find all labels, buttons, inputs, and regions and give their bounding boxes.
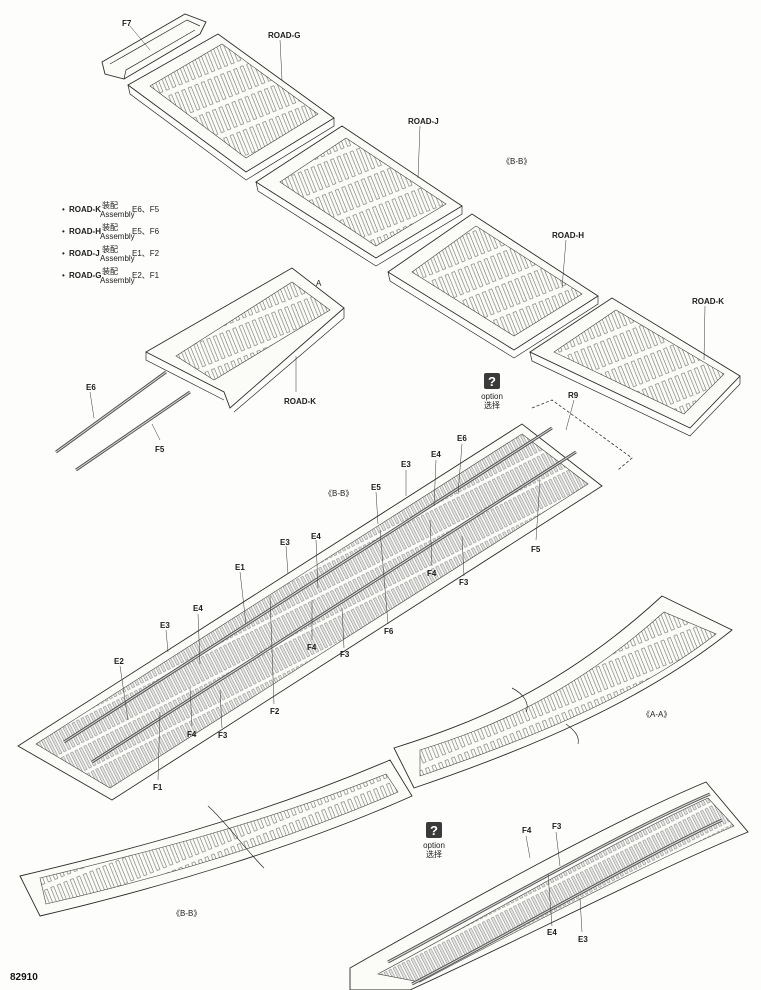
row-cn: 装配 [102, 244, 118, 254]
row-en: Assembly [100, 254, 135, 263]
assembly-row: • ROAD-H 装配 Assembly E5、F6 [62, 222, 160, 241]
label-f2: F2 [270, 707, 280, 716]
part-f7 [101, 13, 207, 80]
row-part: ROAD-G [69, 271, 101, 280]
curved-tray-aa: 《A-A》 [393, 595, 733, 789]
label-e3: E3 [280, 538, 290, 547]
label-f7: F7 [122, 19, 132, 28]
label-f3-bottom: F3 [552, 822, 562, 831]
label-f5-strip: F5 [155, 445, 165, 454]
label-f3: F3 [218, 731, 228, 740]
label-e3: E3 [160, 621, 170, 630]
label-e3: E3 [401, 460, 411, 469]
label-f4: F4 [307, 643, 317, 652]
assembly-note: • ROAD-K 装配 Assembly E6、F5 • ROAD-H 装配 A… [62, 200, 160, 285]
road-j-segment [255, 125, 463, 267]
label-f5: F5 [531, 545, 541, 554]
row-part: ROAD-K [69, 205, 101, 214]
label-e5: E5 [371, 483, 381, 492]
option-en: option [423, 841, 445, 850]
label-f4: F4 [427, 569, 437, 578]
label-e2: E2 [114, 657, 124, 666]
label-f3: F3 [340, 650, 350, 659]
label-e4-bottom: E4 [547, 928, 557, 937]
option-cn: 选择 [426, 849, 442, 859]
assembly-row: • ROAD-G 装配 Assembly E2、F1 [62, 266, 160, 285]
row-bullet: • [62, 249, 65, 258]
label-f4: F4 [187, 730, 197, 739]
label-e1: E1 [235, 563, 245, 572]
curved-tray-bb: 《B-B》 [19, 759, 413, 918]
main-track-assembly: R9 E6 E4 E3 E5 F5 F4 F3 《B-B》 E3 E4 E1 F… [17, 391, 633, 801]
road-k-segment [529, 297, 741, 437]
row-parts: E1、F2 [132, 249, 160, 258]
label-bb-mid: 《B-B》 [324, 489, 353, 498]
label-r9: R9 [568, 391, 579, 400]
option-marker-lower: ? option 选择 [423, 822, 445, 859]
road-h-segment [387, 213, 599, 359]
svg-text:?: ? [488, 374, 496, 389]
label-f3: F3 [459, 578, 469, 587]
row-part: ROAD-H [69, 227, 101, 236]
row-cn: 装配 [102, 222, 118, 232]
label-f4-bottom: F4 [522, 826, 532, 835]
label-aa: 《A-A》 [642, 710, 671, 719]
row-en: Assembly [100, 276, 135, 285]
label-e6-strip: E6 [86, 383, 96, 392]
label-a-mark: A [316, 279, 322, 288]
row-parts: E5、F6 [132, 227, 160, 236]
label-road-k: ROAD-K [692, 297, 724, 306]
svg-text:?: ? [430, 823, 438, 838]
label-e4: E4 [311, 532, 321, 541]
assembly-row: • ROAD-J 装配 Assembly E1、F2 [62, 244, 160, 263]
option-cn: 选择 [484, 400, 500, 410]
label-bb-top: 《B-B》 [502, 157, 531, 166]
row-parts: E2、F1 [132, 271, 160, 280]
label-road-g: ROAD-G [268, 31, 300, 40]
label-bb-bottom: 《B-B》 [172, 909, 201, 918]
row-cn: 装配 [102, 200, 118, 210]
label-f6: F6 [384, 627, 394, 636]
label-road-j: ROAD-J [408, 117, 439, 126]
question-icon [484, 373, 500, 389]
label-e4: E4 [193, 604, 203, 613]
assembly-row: • ROAD-K 装配 Assembly E6、F5 [62, 200, 160, 219]
page-number: 82910 [10, 972, 38, 983]
question-icon [426, 822, 442, 838]
label-e4: E4 [431, 450, 441, 459]
label-f1: F1 [153, 783, 163, 792]
option-en: option [481, 392, 503, 401]
curved-track-detail: F4 F3 E4 E3 [349, 781, 749, 990]
row-bullet: • [62, 227, 65, 236]
label-road-k-sub: ROAD-K [284, 397, 316, 406]
label-road-h: ROAD-H [552, 231, 584, 240]
label-e3-bottom: E3 [578, 935, 588, 944]
option-marker-upper: ? option 选择 [481, 373, 503, 410]
road-g-segment [127, 33, 335, 181]
row-part: ROAD-J [69, 249, 100, 258]
row-en: Assembly [100, 232, 135, 241]
row-en: Assembly [100, 210, 135, 219]
row-parts: E6、F5 [132, 205, 160, 214]
label-e6: E6 [457, 434, 467, 443]
sub-assembly-road-k: E6 F5 ROAD-K A [55, 267, 345, 472]
road-tray-segments: F7 ROAD-G ROAD-J ROAD-H ROAD-K 《B-B》 [101, 13, 741, 437]
row-cn: 装配 [102, 266, 118, 276]
row-bullet: • [62, 271, 65, 280]
row-bullet: • [62, 205, 65, 214]
